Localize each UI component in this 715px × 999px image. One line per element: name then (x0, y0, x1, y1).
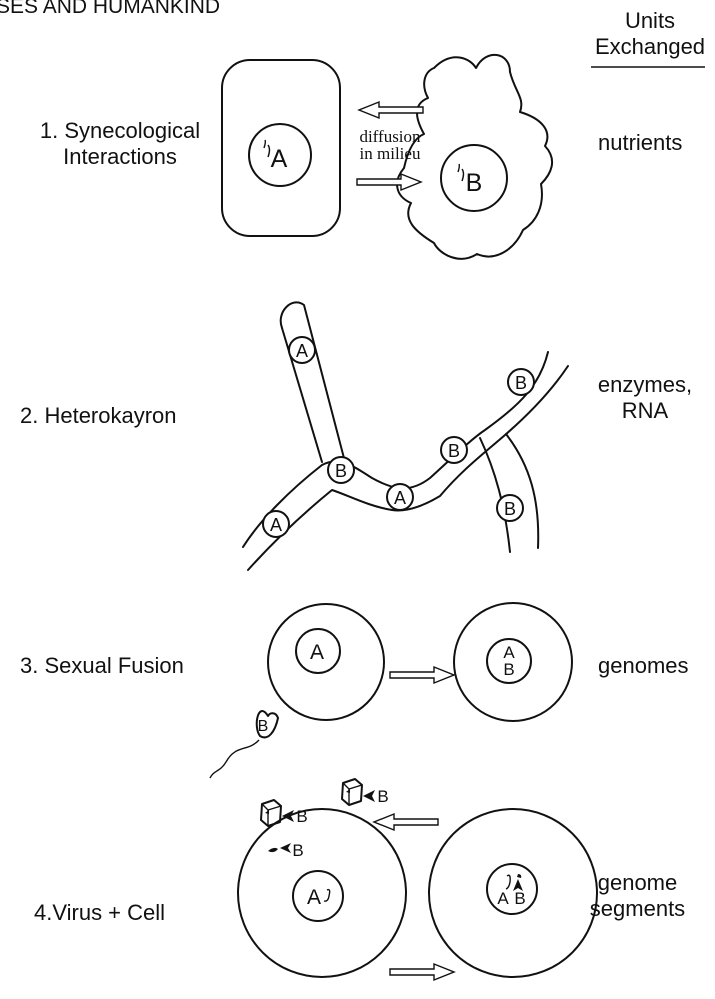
sperm-tail (210, 740, 259, 778)
cell-a-chromatin (264, 140, 270, 157)
host-nucleus-label: A (307, 886, 321, 909)
result-viral-fragment (517, 874, 521, 878)
hypha-nucleus-label-7: B (504, 499, 516, 519)
result-label-a: A (497, 889, 509, 908)
arrow-right-virus (390, 964, 454, 980)
arrow-right-diffusion (357, 174, 421, 190)
injected-genome (268, 848, 278, 852)
egg-nucleus-label: A (310, 641, 324, 664)
hypha-nucleus-label-6: B (515, 373, 527, 393)
cell-b-chromatin (458, 164, 464, 181)
result-label-b: B (514, 889, 525, 908)
hypha-nucleus-label-3: B (335, 461, 347, 481)
hypha-nucleus-label-4: B (448, 441, 460, 461)
arrow-left-diffusion (359, 102, 423, 118)
result-cell (429, 809, 597, 977)
virus-2-label: B (377, 787, 388, 806)
hypha-nucleus-label-2: A (270, 515, 282, 535)
cell-a-nucleus-label: A (271, 145, 288, 173)
hypha-nucleus-label-1: A (296, 341, 308, 361)
injected-pointer-icon (280, 843, 291, 853)
arrow-left-virus (374, 814, 438, 830)
egg-cell (268, 604, 384, 720)
virus-2-pointer-icon (363, 790, 375, 802)
injected-label: B (292, 841, 303, 860)
cell-b-amoeboid (397, 55, 552, 259)
host-cell (238, 809, 406, 977)
result-chromatin (506, 875, 510, 889)
hypha-nucleus-label-5: A (394, 488, 406, 508)
cell-b-nucleus-label: B (466, 169, 483, 197)
virus-particle-2 (342, 779, 362, 805)
zygote-nucleus-label-b: B (503, 660, 514, 679)
host-nucleus-chromatin (324, 890, 330, 902)
result-nucleus (487, 864, 537, 914)
arrow-fusion (390, 667, 454, 683)
sperm-label: B (258, 718, 269, 735)
